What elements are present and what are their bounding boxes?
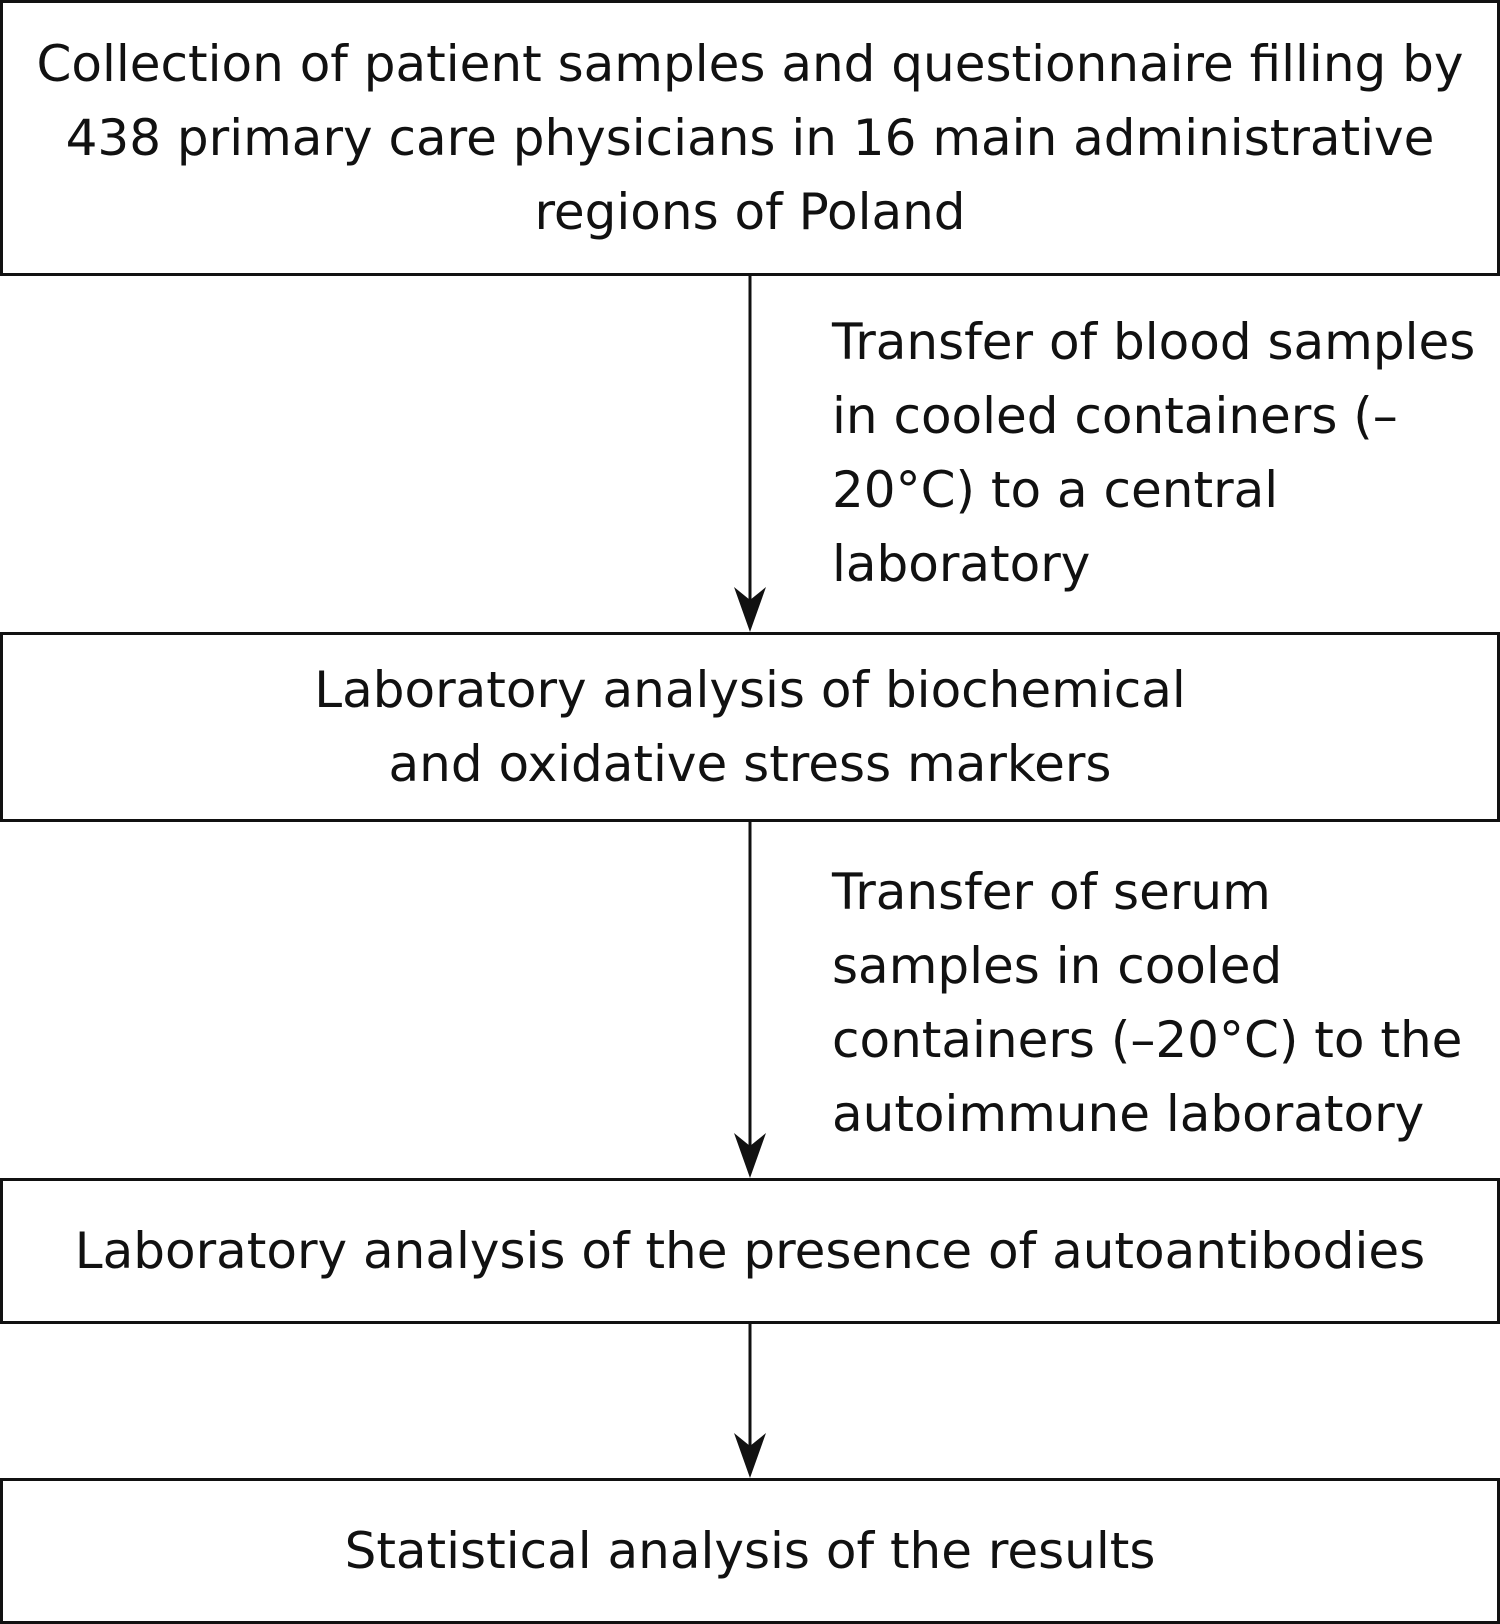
arrow-head-3 [734, 1433, 766, 1478]
transfer-serum-label: Transfer of serum samples in cooled cont… [832, 863, 1463, 1143]
transfer-blood-label: Transfer of blood samples in cooled cont… [832, 313, 1476, 593]
arrow-head-1 [734, 587, 766, 632]
step-autoantibodies-box: Laboratory analysis of the presence of a… [0, 1178, 1500, 1324]
step-statistical-analysis-box: Statistical analysis of the results [0, 1478, 1500, 1624]
step-biochemical-analysis-text: Laboratory analysis of biochemical and o… [314, 661, 1186, 793]
step-statistical-analysis-text: Statistical analysis of the results [344, 1522, 1156, 1580]
arrow-head-2 [734, 1133, 766, 1178]
step-biochemical-analysis-box: Laboratory analysis of biochemical and o… [0, 632, 1500, 822]
step-collection-text: Collection of patient samples and questi… [36, 35, 1464, 241]
step-autoantibodies-text: Laboratory analysis of the presence of a… [74, 1222, 1426, 1280]
step-collection-box: Collection of patient samples and questi… [0, 0, 1500, 276]
